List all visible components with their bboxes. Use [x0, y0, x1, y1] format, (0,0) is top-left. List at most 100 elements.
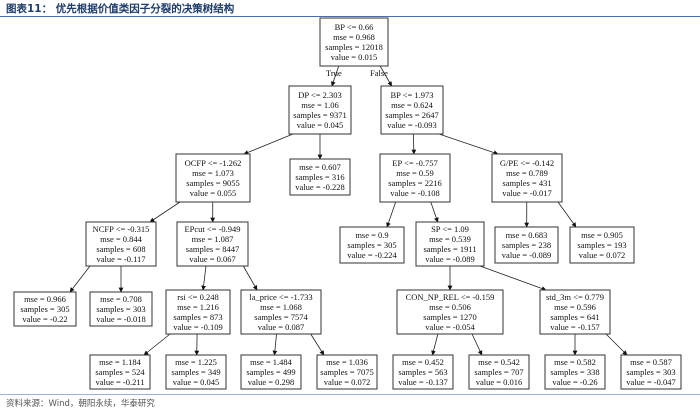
- node-samples: samples = 8447: [186, 244, 239, 254]
- node-mse: mse = 1.184: [99, 357, 142, 367]
- edge-arrow: [379, 65, 393, 87]
- node-value: value = 0.067: [189, 254, 236, 264]
- node-samples: samples = 303: [96, 304, 145, 314]
- node-split-condition: BP <= 0.66: [335, 22, 374, 32]
- node-value: value = 0.055: [190, 188, 237, 198]
- node-box: [544, 354, 606, 390]
- node-samples: samples = 12018: [325, 42, 383, 52]
- edge-arrow: [430, 201, 439, 223]
- node-mse: mse = 0.789: [506, 168, 548, 178]
- node-value: value = -0.093: [387, 120, 436, 130]
- node-samples: samples = 431: [502, 178, 551, 188]
- node-samples: samples = 305: [347, 240, 396, 250]
- node-mse: mse = 0.708: [100, 294, 142, 304]
- node-value: value = -0.211: [95, 377, 144, 387]
- node-box: [339, 226, 405, 264]
- node-box: [569, 226, 635, 264]
- node-value: value = -0.117: [96, 254, 145, 264]
- node-value: value = -0.224: [347, 250, 397, 260]
- node-mse: mse = 1.216: [177, 302, 219, 312]
- node-split-condition: std_3m <= 0.779: [546, 292, 604, 302]
- edge-arrow: [149, 201, 181, 223]
- tree-edge: [471, 333, 483, 356]
- node-split-condition: BP <= 1.973: [390, 90, 433, 100]
- node-samples: samples = 2216: [388, 178, 441, 188]
- node-split-condition: CON_NP_REL <= -0.159: [406, 292, 495, 302]
- node-box: [288, 85, 352, 135]
- tree-edge: [386, 201, 397, 228]
- node-value: value = 0.016: [476, 377, 523, 387]
- node-mse: mse = 0.506: [429, 302, 471, 312]
- node-samples: samples = 193: [577, 240, 626, 250]
- node-samples: samples = 316: [295, 172, 344, 182]
- edge-arrow: [411, 133, 417, 155]
- node-samples: samples = 7574: [254, 312, 308, 322]
- edge-arrow: [471, 333, 483, 356]
- node-value: value = -0.157: [550, 322, 599, 332]
- edge-arrow: [242, 265, 258, 291]
- tree-edge: [242, 265, 258, 291]
- node-box: [319, 17, 389, 67]
- node-box: [240, 289, 322, 335]
- node-split-condition: SP <= 1.09: [431, 224, 469, 234]
- tree-edge: [430, 201, 439, 223]
- node-samples: samples = 608: [96, 244, 145, 254]
- footer-divider: [0, 394, 700, 395]
- tree-edge: [479, 265, 547, 291]
- edge-arrow: [201, 265, 207, 291]
- node-value: value = 0.087: [258, 322, 305, 332]
- edge-arrow: [438, 133, 499, 155]
- node-samples: samples = 9371: [293, 110, 346, 120]
- node-value: value = -0.22: [22, 314, 67, 324]
- node-value: value = 0.045: [173, 377, 220, 387]
- tree-edge: [431, 333, 439, 356]
- node-mse: mse = 0.9: [355, 230, 388, 240]
- node-mse: mse = 0.607: [299, 162, 341, 172]
- node-samples: samples = 1270: [423, 312, 476, 322]
- node-mse: mse = 1.073: [192, 168, 234, 178]
- node-value: value = -0.26: [552, 377, 597, 387]
- tree-edge: [201, 265, 207, 291]
- node-samples: samples = 563: [398, 367, 447, 377]
- node-split-condition: EPcut <= -0.949: [184, 224, 240, 234]
- node-split-condition: rsi <= 0.248: [177, 292, 218, 302]
- node-value: value = -0.018: [96, 314, 145, 324]
- node-box: [539, 289, 611, 335]
- node-split-condition: OCFP <= -1.262: [185, 158, 242, 168]
- node-mse: mse = 0.844: [100, 234, 143, 244]
- node-mse: mse = 0.905: [581, 230, 623, 240]
- node-value: value = -0.228: [295, 182, 344, 192]
- node-box: [89, 291, 153, 327]
- edge-arrow: [272, 333, 278, 356]
- node-samples: samples = 1911: [423, 244, 476, 254]
- node-box: [240, 354, 302, 390]
- node-value: value = -0.109: [173, 322, 222, 332]
- node-mse: mse = 1.036: [326, 357, 368, 367]
- tree-edge: [379, 65, 393, 87]
- node-mse: mse = 1.225: [175, 357, 217, 367]
- node-samples: samples = 707: [474, 367, 523, 377]
- node-value: value = -0.054: [425, 322, 475, 332]
- node-value: value = -0.089: [502, 250, 551, 260]
- edge-arrow: [605, 333, 628, 356]
- edge-arrow: [243, 133, 294, 155]
- node-mse: mse = 0.683: [506, 230, 548, 240]
- node-samples: samples = 499: [246, 367, 295, 377]
- node-box: [176, 221, 249, 267]
- node-mse: mse = 0.587: [630, 357, 672, 367]
